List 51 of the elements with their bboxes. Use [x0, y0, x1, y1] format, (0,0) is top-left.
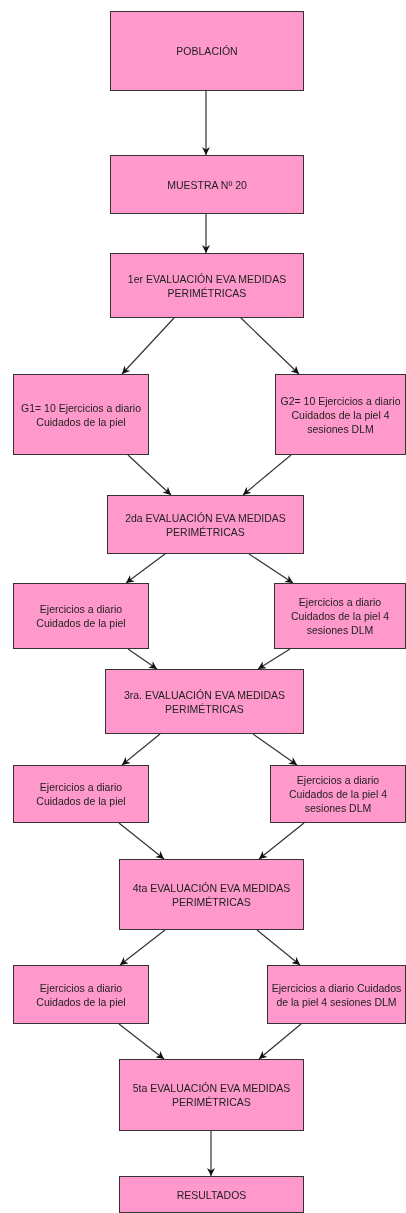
box-label: 5ta EVALUACIÓN EVA MEDIDAS PERIMÉTRICAS [131, 1081, 292, 1109]
box-label: Ejercicios a diario Cuidados de la piel [35, 602, 127, 630]
process-box [267, 965, 406, 1024]
box-label: Ejercicios a diario Cuidados de la piel 4 sesiones DLM [270, 980, 403, 1009]
process-box [119, 1059, 304, 1131]
arrow [240, 317, 300, 375]
box-label: Ejercicios a diario Cuidados de la piel [35, 780, 127, 808]
process-box [13, 765, 149, 823]
arrow [258, 822, 305, 860]
arrow [118, 822, 165, 860]
box-label: 4ta EVALUACIÓN EVA MEDIDAS PERIMÉTRICAS [131, 880, 292, 909]
box-label: MUESTRA Nº 20 [166, 177, 248, 192]
box-label: 2da EVALUACIÓN EVA MEDIDAS PERIMÉTRICAS [124, 510, 287, 539]
process-box [13, 374, 149, 455]
box-label: Ejercicios a diario Cuidados de la piel [35, 980, 127, 1009]
arrow [252, 733, 298, 766]
arrow [256, 929, 301, 966]
process-box [110, 253, 304, 318]
process-box [105, 669, 304, 734]
arrow [119, 929, 166, 966]
box-label: G2= 10 Ejercicios a diario Cuidados de la piel 4 sesiones DLM [279, 393, 402, 436]
process-box [110, 155, 304, 214]
arrow [257, 648, 291, 670]
process-box [13, 583, 149, 649]
box-label: Ejercicios a diario Cuidados de la piel 4 sesiones DLM [289, 595, 391, 637]
process-box [119, 1176, 304, 1213]
arrow [127, 648, 158, 670]
arrow [202, 213, 210, 254]
process-box [107, 495, 304, 554]
process-box [13, 965, 149, 1024]
arrow [127, 454, 172, 496]
arrow [118, 1023, 165, 1060]
arrow [121, 317, 175, 375]
box-label: Ejercicios a diario Cuidados de la piel 4 sesiones DLM [287, 773, 389, 815]
arrow [242, 454, 292, 496]
process-box [274, 583, 406, 649]
box-label: POBLACIÓN [175, 44, 239, 58]
arrow [202, 90, 210, 156]
box-label: 1er EVALUACIÓN EVA MEDIDAS PERIMÉTRICAS [126, 271, 288, 300]
process-box [275, 374, 406, 455]
process-box [110, 11, 304, 91]
process-box [119, 859, 304, 930]
arrow [121, 733, 161, 766]
box-label: RESULTADOS [175, 1187, 248, 1202]
arrow [248, 553, 294, 584]
arrow [125, 553, 166, 584]
arrow [258, 1023, 302, 1060]
box-label: 3ra. EVALUACIÓN EVA MEDIDAS PERIMÉTRICAS [122, 687, 287, 716]
process-box [270, 765, 406, 823]
arrow [207, 1130, 215, 1177]
box-label: G1= 10 Ejercicios a diario Cuidados de la piel [20, 400, 142, 429]
